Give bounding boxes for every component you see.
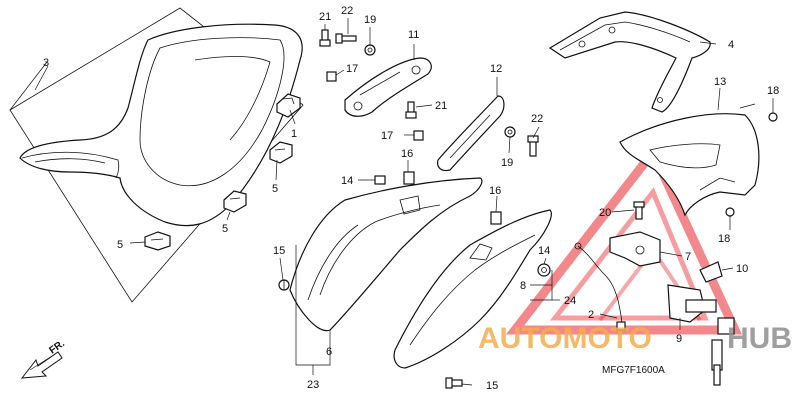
- callout-10: 10: [736, 263, 748, 275]
- callout-1: 1: [291, 128, 297, 140]
- watermark-orange-text: AUTOMOTO: [478, 322, 652, 355]
- seat-box: [9, 7, 304, 303]
- screw-part-15a: [278, 279, 290, 291]
- cushion-part-5a: [269, 141, 293, 164]
- callout-2: 2: [588, 309, 594, 321]
- nut-part-17b: [413, 130, 424, 141]
- bolt-part-20: [633, 201, 645, 220]
- cushion-part-5b: [223, 190, 247, 213]
- clip-part-16b: [490, 211, 502, 225]
- callout-8: 8: [520, 280, 526, 292]
- callout-5: 5: [272, 183, 278, 195]
- callout-5: 5: [222, 223, 228, 235]
- callout-7: 7: [685, 251, 691, 263]
- callout-23: 23: [307, 379, 319, 391]
- callout-13: 13: [714, 76, 726, 88]
- washer-part-19a: [364, 44, 376, 56]
- callout-24: 24: [564, 295, 576, 307]
- key-part: [711, 317, 735, 386]
- diagram-code: MFG7F1600A: [602, 365, 665, 376]
- callout-9: 9: [676, 333, 682, 345]
- callout-6: 6: [326, 346, 332, 358]
- screw-part-18a: [768, 112, 778, 122]
- callout-22: 22: [341, 5, 353, 17]
- callout-16: 16: [489, 185, 501, 197]
- callout-numbers: 3 1 5 5 5 21 22 19 11 17 12 21 17 22 19 …: [43, 5, 779, 392]
- seat-cable-part: [574, 242, 626, 331]
- bolt-part-21a: [319, 29, 331, 47]
- side-rail-part-11: [344, 57, 432, 117]
- clip-part-10: [699, 261, 723, 283]
- clip-part-16a: [403, 171, 415, 185]
- callout-4: 4: [728, 39, 734, 51]
- callout-15: 15: [486, 380, 498, 392]
- bolt-part-22a: [335, 33, 357, 44]
- callout-5: 5: [117, 239, 123, 251]
- callout-18: 18: [718, 233, 730, 245]
- callout-17: 17: [381, 130, 393, 142]
- callout-18: 18: [767, 85, 779, 97]
- washer-part-19b: [504, 126, 516, 138]
- callout-15: 15: [273, 245, 285, 257]
- cushion-part-5c: [144, 231, 171, 251]
- direction-label: FR.: [47, 338, 67, 356]
- front-direction-arrow: FR.: [20, 338, 67, 379]
- callout-19: 19: [501, 157, 513, 169]
- lock-bracket-part: [609, 231, 661, 267]
- callout-12: 12: [490, 63, 502, 75]
- callout-11: 11: [408, 29, 419, 41]
- bolt-part-22b: [527, 135, 539, 157]
- side-cover-right-part: [393, 209, 552, 369]
- callout-14: 14: [538, 245, 550, 257]
- callout-17: 17: [346, 63, 358, 75]
- watermark-gray-text: HUB: [727, 322, 792, 355]
- callout-22: 22: [531, 113, 543, 125]
- callout-3: 3: [43, 57, 49, 69]
- screw-part-14a: [374, 175, 386, 185]
- bolt-part-21b: [405, 101, 417, 119]
- nut-part-14b: [537, 263, 551, 277]
- seat-lock-part: [667, 284, 717, 323]
- callout-19: 19: [364, 14, 376, 26]
- callout-20: 20: [599, 207, 611, 219]
- leader-lines: [9, 18, 774, 386]
- callout-21: 21: [435, 100, 447, 112]
- seat-part: [19, 23, 303, 227]
- bracket-part-1: [276, 93, 301, 118]
- screw-part-18b: [725, 207, 735, 217]
- rear-cowl-part: [619, 113, 760, 217]
- nut-part-17a: [326, 71, 337, 82]
- watermark-text: AUTOMOTO HUB: [478, 322, 792, 355]
- callout-14: 14: [341, 175, 353, 187]
- trim-piece-part-12: [437, 95, 505, 172]
- screw-part-15b: [445, 377, 463, 389]
- callout-16: 16: [401, 148, 413, 160]
- callout-21: 21: [319, 11, 331, 23]
- side-cover-left-part: [289, 177, 483, 332]
- grab-rail-part: [548, 11, 711, 113]
